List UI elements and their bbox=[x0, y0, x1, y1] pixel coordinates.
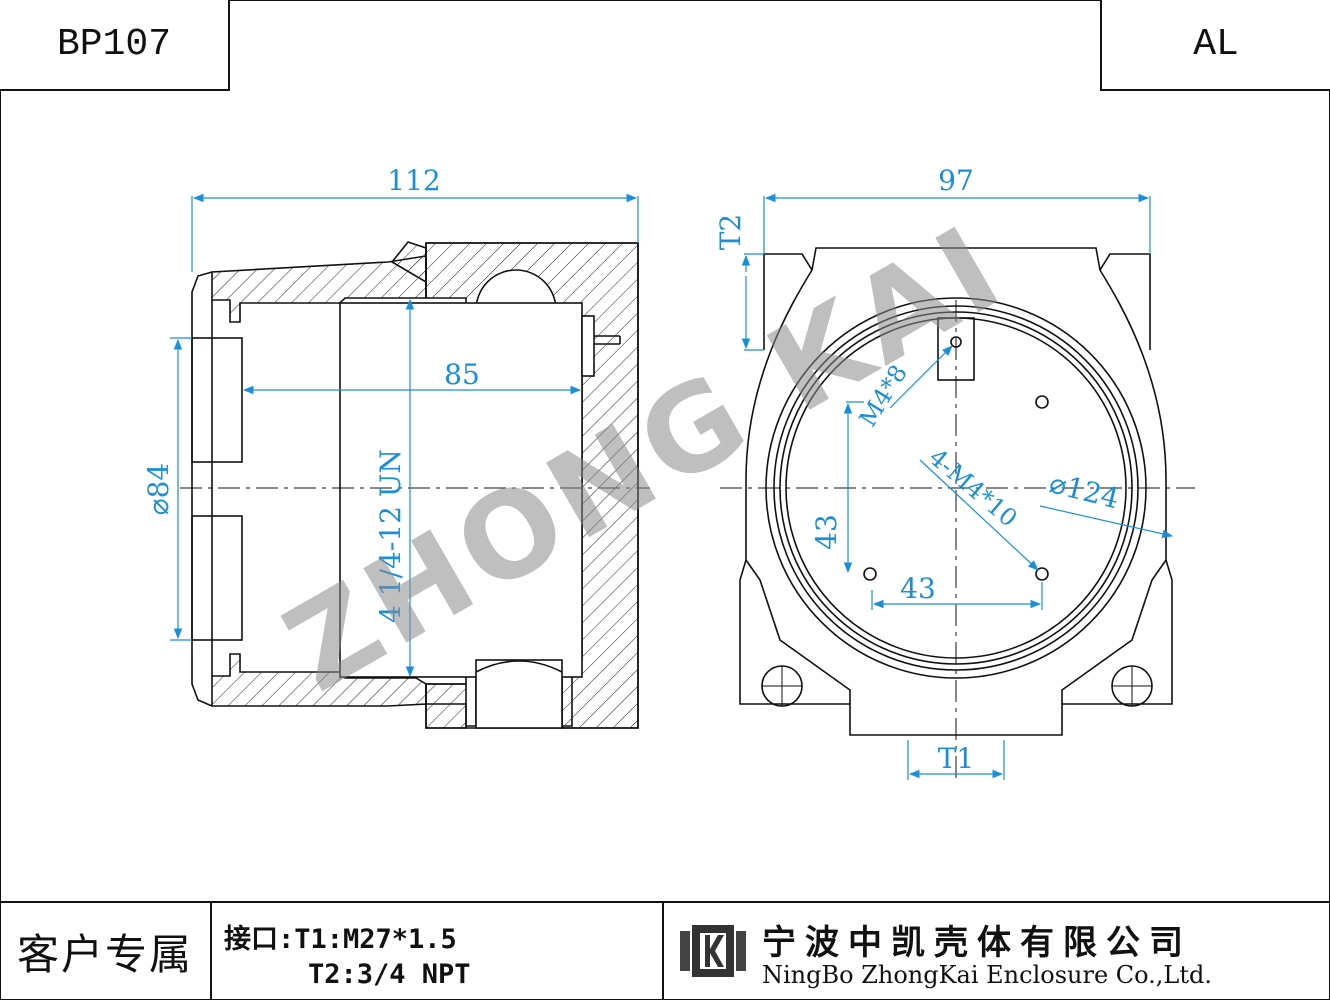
port-spec-line1: 接口:T1:M27*1.5 bbox=[224, 924, 457, 955]
dim-43-horizontal: 43 bbox=[900, 572, 936, 605]
port-spec-cell: 接口:T1:M27*1.5 T2:3/4 NPT bbox=[212, 903, 664, 1000]
material-box: AL bbox=[1100, 0, 1330, 91]
model-number: BP107 bbox=[56, 23, 172, 66]
m4-hole-3 bbox=[1035, 567, 1049, 581]
company-name-cn: 宁波中凯壳体有限公司 bbox=[762, 923, 1192, 963]
dim-dia-124: ⌀124 bbox=[1046, 466, 1122, 515]
model-box: BP107 bbox=[0, 0, 230, 91]
cap-bottom-wall bbox=[211, 653, 427, 707]
cover-window-top bbox=[191, 337, 243, 463]
dim-43-vertical: 43 bbox=[810, 514, 843, 550]
side-section-view bbox=[180, 241, 650, 729]
dim-t2: T2 bbox=[714, 214, 747, 251]
customer-label: 客户专属 bbox=[16, 930, 193, 979]
dim-thread: 4 1/4-12 UN bbox=[374, 449, 407, 623]
m4-hole-1 bbox=[1035, 395, 1049, 409]
cap-front-rim bbox=[191, 271, 213, 707]
bottom-port bbox=[475, 659, 563, 729]
dimension-lines bbox=[170, 193, 1174, 780]
front-view bbox=[720, 247, 1195, 780]
dim-85: 85 bbox=[444, 358, 480, 391]
cover-window-bottom bbox=[191, 515, 243, 641]
company-logo-icon bbox=[680, 925, 746, 977]
dim-97: 97 bbox=[938, 164, 974, 197]
dim-dia-84: ⌀84 bbox=[142, 463, 175, 516]
customer-cell: 客户专属 bbox=[0, 903, 212, 1000]
front-body-outline bbox=[739, 253, 1173, 736]
company-name-en: NingBo ZhongKai Enclosure Co.,Ltd. bbox=[762, 961, 1212, 989]
port-spec-line2: T2:3/4 NPT bbox=[308, 959, 471, 990]
material-code: AL bbox=[1193, 23, 1239, 66]
dim-t1: T1 bbox=[938, 742, 975, 775]
inner-cavity bbox=[339, 302, 583, 678]
m4-hole-2 bbox=[863, 567, 877, 581]
company-cell: 宁波中凯壳体有限公司 NingBo ZhongKai Enclosure Co.… bbox=[664, 903, 1330, 1000]
title-block: 客户专属 接口:T1:M27*1.5 T2:3/4 NPT 宁波中凯壳体有限公司… bbox=[0, 901, 1330, 1002]
dim-112: 112 bbox=[387, 164, 440, 197]
